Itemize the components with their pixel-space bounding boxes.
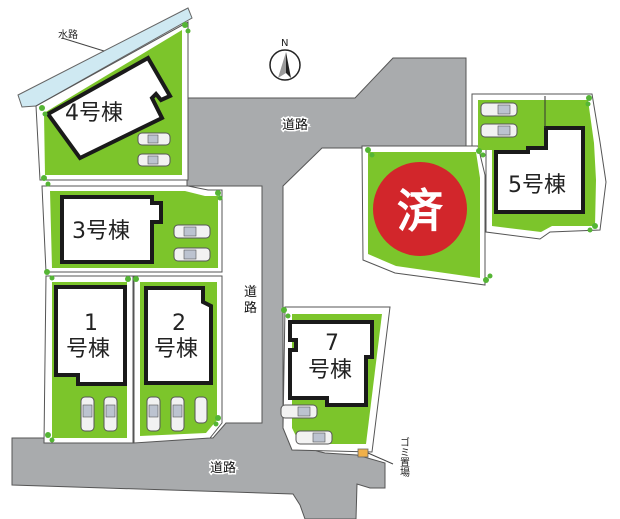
- building-1: [54, 285, 127, 386]
- building-2: [144, 286, 213, 385]
- parking-space: [280, 404, 333, 445]
- road-south-label: 道路: [210, 460, 236, 476]
- lot-3-label: 3号棟: [72, 219, 130, 244]
- road-north-label: 道路: [282, 117, 308, 133]
- shrub-icons: [39, 22, 598, 443]
- lot-7[interactable]: 7 号棟: [280, 306, 391, 453]
- building-7: [288, 320, 374, 407]
- parking-space: [146, 396, 208, 432]
- compass-arrow-right-icon: [286, 52, 291, 78]
- lot-7-number: 7: [325, 331, 339, 356]
- parking-space: [137, 132, 171, 167]
- sold-badge: [373, 162, 467, 256]
- building-3: [60, 195, 163, 264]
- garbage-area-label: ゴミ置場: [398, 436, 410, 478]
- lot-2-label: 号棟: [154, 337, 198, 362]
- lot-1-number: 1: [84, 311, 98, 336]
- waterway: [17, 7, 193, 108]
- lot-3[interactable]: 3号棟: [41, 185, 223, 273]
- lot-1[interactable]: 1 号棟: [43, 275, 134, 444]
- north-arrow: N: [269, 38, 301, 81]
- building-4: [45, 55, 173, 161]
- lot-1-label: 号棟: [66, 337, 110, 362]
- lot-2-number: 2: [172, 311, 186, 336]
- sold-badge-text: 済: [397, 184, 444, 238]
- parking-space: [480, 102, 518, 138]
- compass-arrow-left-icon: [278, 52, 286, 78]
- parking-space: [173, 224, 211, 262]
- lot-4-label: 4号棟: [65, 101, 123, 126]
- lot-sold[interactable]: 済: [361, 145, 486, 286]
- north-label: N: [281, 38, 288, 49]
- lot-4[interactable]: 4号棟: [35, 21, 189, 181]
- waterway-label: 水路: [58, 28, 78, 41]
- lot-5-label: 5号棟: [508, 173, 566, 198]
- waterway-leader-line: [61, 37, 105, 52]
- building-5: [494, 126, 585, 214]
- road-center-label-1: 道: [244, 285, 257, 300]
- lot-5[interactable]: 5号棟: [471, 93, 607, 240]
- garbage-area-marker: [357, 448, 369, 458]
- road-center-label-2: 路: [244, 300, 257, 316]
- lot-7-label: 号棟: [308, 358, 352, 383]
- parking-space: [80, 396, 118, 432]
- lot-2[interactable]: 2 号棟: [133, 275, 223, 444]
- garbage-leader-line: [367, 452, 394, 465]
- garbage-area: ゴミ置場: [357, 436, 410, 478]
